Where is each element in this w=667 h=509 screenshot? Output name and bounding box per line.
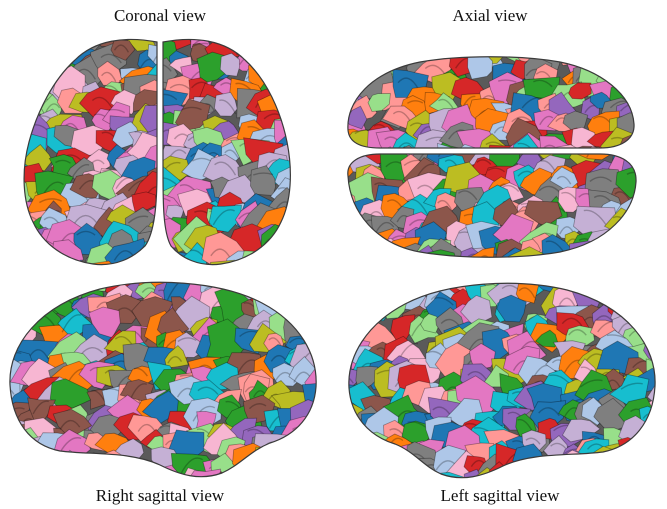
left-sagittal-hemisphere [348,283,656,478]
left-sagittal-brain-render [348,282,656,479]
axial-view-caption: Axial view [452,6,528,25]
right-sagittal-view-caption: Right sagittal view [95,486,225,505]
right-sagittal-hemisphere [9,282,317,477]
left-sagittal-view-image [335,278,665,483]
coronal-right-hemisphere [163,39,291,265]
coronal-brain-render [23,38,291,266]
axial-brain-render [347,56,637,258]
left-sagittal-view-caption: Left sagittal view [440,486,560,505]
coronal-view-image [15,32,300,272]
coronal-left-hemisphere [24,39,157,265]
coronal-view-caption: Coronal view [113,6,207,25]
right-sagittal-view-image [0,275,325,480]
axial-view-image [340,52,640,262]
right-sagittal-brain-render [9,281,317,478]
